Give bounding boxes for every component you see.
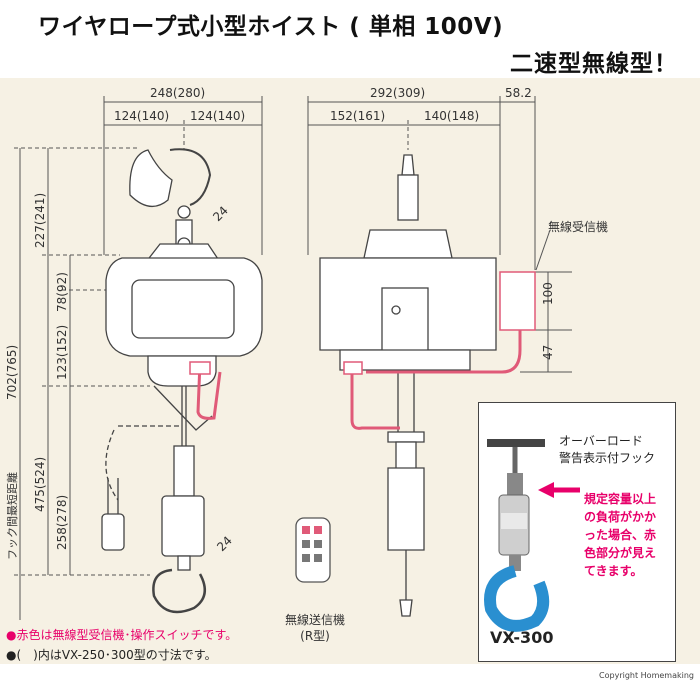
page-subtitle: 二速型無線型！ <box>510 51 678 77</box>
dim-h475: 475(524) <box>33 457 47 512</box>
warning-line-3: った場合、赤 <box>584 528 657 542</box>
dim-side-label: フック間最短距離 <box>5 472 19 560</box>
dim-receiver-width: 58.2 <box>505 86 532 100</box>
overload-warning: 規定容量以上 の負荷がかか った場合、赤 色部分が見え てきます。 <box>584 490 674 580</box>
model-label: VX-300 <box>490 628 554 647</box>
remote-transmitter <box>295 517 331 583</box>
dim-h123: 123(152) <box>55 325 69 380</box>
dim-side-left: 152(161) <box>330 109 385 123</box>
remote-label-line1: 無線送信機 <box>284 613 345 627</box>
receiver-label: 無線受信機 <box>548 220 609 234</box>
dim-h227: 227(241) <box>33 193 47 248</box>
side-view <box>319 154 536 617</box>
front-view <box>101 148 263 614</box>
inset-label-line1: オーバーロード <box>559 434 643 448</box>
dim-front-right: 124(140) <box>190 109 245 123</box>
dim-front-left: 124(140) <box>114 109 169 123</box>
warning-line-5: てきます。 <box>584 564 643 578</box>
page-title: ワイヤロープ式小型ホイスト ( 単相 100V) <box>38 14 504 40</box>
dim-side-total: 292(309) <box>370 86 425 100</box>
inset-label-line2: 警告表示付フック <box>559 451 656 465</box>
dim-receiver-height: 100 <box>541 282 555 305</box>
inset-label: オーバーロード 警告表示付フック <box>559 433 655 467</box>
overload-hook-inset: オーバーロード 警告表示付フック <box>478 402 676 662</box>
warning-line-4: 色部分が見え <box>584 546 657 560</box>
dim-side-right: 140(148) <box>424 109 479 123</box>
remote-label-line2: (R型) <box>300 629 330 643</box>
overload-hook-drawing <box>484 439 550 632</box>
copyright: Copyright Homemaking <box>599 671 694 680</box>
dim-receiver-offset: 47 <box>541 345 555 360</box>
dim-hook-top: 24 <box>210 203 231 224</box>
dim-h702: 702(765) <box>5 345 19 400</box>
side-red-cable <box>343 330 522 430</box>
dim-hook-bottom: 24 <box>214 533 235 554</box>
warning-line-2: の負荷がかか <box>584 510 657 524</box>
paren-note: ●( )内はVX-250･300型の寸法です。 <box>6 648 217 662</box>
dim-h78: 78(92) <box>55 272 69 312</box>
receiver-leader <box>535 229 551 271</box>
remote-label: 無線送信機 (R型) <box>278 612 352 644</box>
dim-front-total: 248(280) <box>150 86 205 100</box>
dim-h258: 258(278) <box>55 495 69 550</box>
front-red-switch-cable <box>189 361 222 420</box>
red-color-note: ●赤色は無線型受信機･操作スイッチです。 <box>6 628 238 642</box>
warning-arrow-icon <box>538 482 580 498</box>
warning-line-1: 規定容量以上 <box>584 492 657 506</box>
